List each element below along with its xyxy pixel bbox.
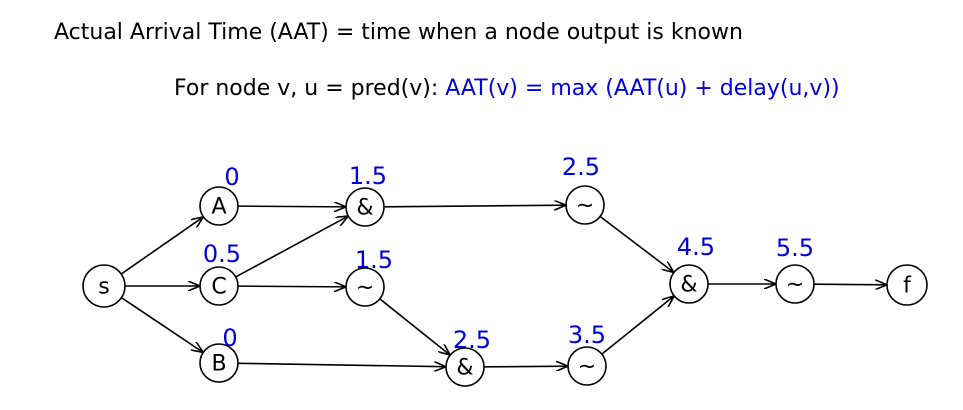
edge-A-and1 xyxy=(237,206,345,207)
node-label-A: A xyxy=(211,195,226,220)
node-label-s: s xyxy=(98,275,109,300)
aat-label-and2: 2.5 xyxy=(453,326,491,354)
aat-label-A: 0 xyxy=(224,163,239,191)
edge-s-B xyxy=(121,297,202,352)
aat-label-and3: 4.5 xyxy=(677,233,715,261)
formula-prefix: For node v, u = pred(v): xyxy=(174,76,446,101)
edge-not4-f xyxy=(813,284,886,285)
node-label-f: f xyxy=(903,274,912,299)
node-and3: & xyxy=(669,264,709,304)
node-label-C: C xyxy=(211,275,226,300)
edge-C-not1 xyxy=(237,286,345,287)
aat-label-C: 0.5 xyxy=(203,240,241,268)
node-label-and3: & xyxy=(680,273,697,298)
aat-label-not1: 1.5 xyxy=(355,246,393,274)
edge-not1-and2 xyxy=(379,298,450,355)
node-A: A xyxy=(199,186,239,226)
node-label-B: B xyxy=(211,352,226,377)
node-not3: ~ xyxy=(567,346,607,386)
node-label-and2: & xyxy=(456,356,473,381)
aat-label-not3: 3.5 xyxy=(568,321,606,349)
node-f: f xyxy=(886,264,928,306)
aat-label-not4: 5.5 xyxy=(776,234,814,262)
node-s: s xyxy=(82,264,126,308)
aat-formula: For node v, u = pred(v): AAT(v) = max (A… xyxy=(174,76,840,101)
node-not2: ~ xyxy=(565,185,605,225)
edge-not2-and3 xyxy=(599,215,673,271)
node-label-not1: ~ xyxy=(356,276,374,301)
aat-label-not2: 2.5 xyxy=(562,153,600,181)
formula-expression: AAT(v) = max (AAT(u) + delay(u,v)) xyxy=(445,76,840,101)
node-label-and1: & xyxy=(356,196,373,221)
edge-C-and1 xyxy=(235,217,348,278)
node-label-not4: ~ xyxy=(786,273,804,298)
aat-label-B: 0 xyxy=(222,324,237,352)
node-not4: ~ xyxy=(775,264,815,304)
edge-s-A xyxy=(120,217,202,275)
node-B: B xyxy=(199,343,239,383)
node-not1: ~ xyxy=(345,267,385,307)
edge-and1-not2 xyxy=(383,205,565,207)
node-and2: & xyxy=(445,347,485,387)
edge-and2-not3 xyxy=(483,366,567,367)
node-and1: & xyxy=(345,187,385,227)
node-label-not2: ~ xyxy=(576,194,594,219)
page-title: Actual Arrival Time (AAT) = time when a … xyxy=(54,20,743,45)
aat-label-and1: 1.5 xyxy=(349,162,387,190)
edge-not3-and3 xyxy=(601,297,674,355)
node-C: C xyxy=(199,266,239,306)
node-label-not3: ~ xyxy=(578,355,596,380)
edge-B-and2 xyxy=(237,363,445,366)
